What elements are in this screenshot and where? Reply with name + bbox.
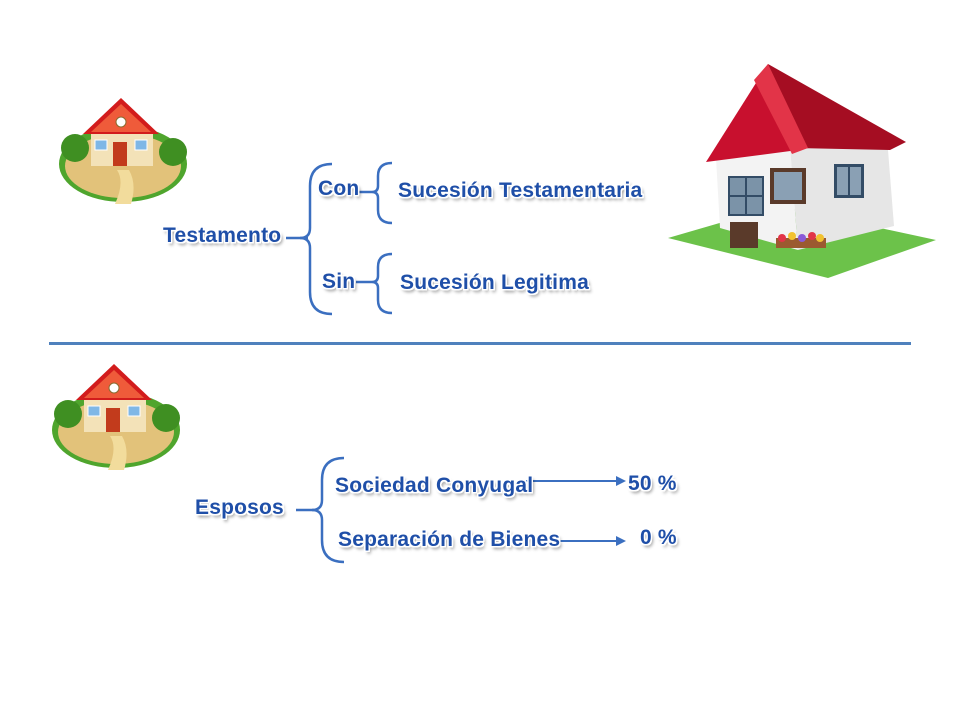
percentage-sociedad-conyugal: 50 %	[628, 472, 677, 495]
section-divider	[49, 342, 911, 345]
testamento-root-label: Testamento	[163, 224, 282, 247]
branch-result-legitima: Sucesión Legitima	[400, 271, 589, 294]
branch-condition-sin: Sin	[322, 270, 356, 293]
branch-condition-con: Con	[318, 177, 360, 200]
regime-sociedad-conyugal: Sociedad Conyugal	[335, 474, 534, 497]
house-icon	[668, 64, 936, 278]
esposos-root-label: Esposos	[195, 496, 284, 519]
percentage-separacion-bienes: 0 %	[640, 526, 677, 549]
cottage-icon	[52, 364, 180, 470]
branch-result-testamentaria: Sucesión Testamentaria	[398, 179, 643, 202]
cottage-icon	[59, 98, 187, 204]
regime-separacion-bienes: Separación de Bienes	[338, 528, 561, 551]
